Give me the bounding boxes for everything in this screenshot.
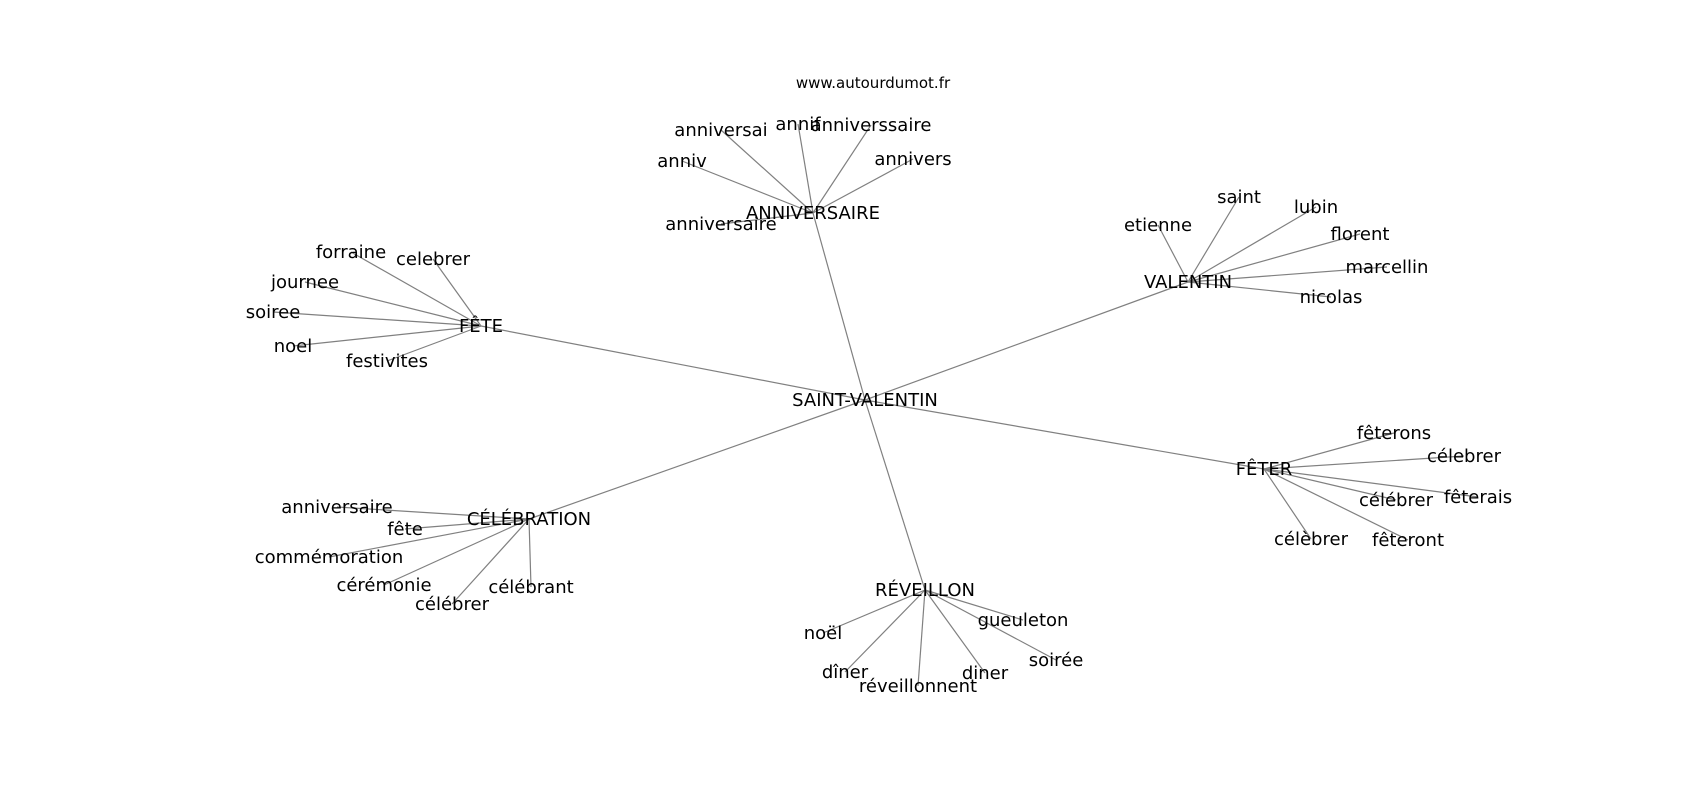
edge-hub-word [720, 129, 814, 214]
edge-hub-word [350, 251, 482, 327]
edge-hub-word [844, 589, 926, 673]
edge-hub-word [1187, 206, 1317, 283]
hub-node: FÊTE [459, 315, 503, 337]
edge-hub-word [812, 124, 872, 214]
edge-hub-word [528, 518, 532, 588]
word-node: fêterais [1444, 487, 1512, 508]
word-node: marcellin [1346, 257, 1429, 278]
edge-center-hub [812, 212, 866, 401]
edge-center-hub [864, 281, 1189, 401]
hub-node: ANNIVERSAIRE [746, 203, 880, 224]
word-node: commémoration [255, 547, 404, 568]
word-node: célèbrer [1274, 529, 1349, 550]
word-node: nicolas [1300, 287, 1363, 308]
edge-hub-word [292, 325, 482, 347]
source-watermark: www.autourdumot.fr [796, 74, 951, 92]
word-node: gueuleton [978, 610, 1069, 631]
hub-node: RÉVEILLON [875, 579, 975, 601]
edge-hub-word [797, 123, 814, 214]
word-node: célébrant [488, 577, 573, 598]
word-node: soiree [246, 302, 301, 323]
edge-hub-word [432, 258, 482, 327]
word-node: diner [962, 663, 1009, 684]
edge-center-hub [528, 399, 866, 520]
hub-node: CÉLÉBRATION [467, 508, 591, 530]
word-node: soirée [1029, 650, 1084, 671]
word-node: celebrer [396, 249, 471, 270]
edge-hub-word [1187, 233, 1361, 283]
edge-hub-word [924, 589, 986, 674]
edge-hub-word [1263, 468, 1312, 540]
word-node: fêteront [1372, 530, 1444, 551]
edge-hub-word [1263, 468, 1397, 501]
edge-hub-word [1187, 196, 1240, 283]
word-node: célébrer [1359, 490, 1434, 511]
word-node: lubin [1294, 197, 1338, 218]
edge-hub-word [386, 325, 482, 362]
word-node: anniversaire [665, 214, 776, 235]
edge-hub-word [336, 506, 530, 520]
hub-node: FÊTER [1236, 458, 1293, 480]
edge-center-hub [864, 399, 926, 591]
edge-hub-word [917, 589, 926, 687]
edge-hub-word [812, 158, 914, 214]
word-node: annif [775, 114, 821, 135]
word-node: forraine [316, 242, 386, 263]
word-node: anniversai [674, 120, 767, 141]
word-node: réveillonnent [859, 676, 977, 697]
edge-hub-word [924, 589, 1024, 621]
edge-hub-word [924, 589, 1057, 661]
center-node: SAINT-VALENTIN [792, 390, 938, 411]
edge-hub-word [304, 281, 482, 327]
edge-center-hub [864, 399, 1265, 470]
edge-hub-word [681, 160, 814, 214]
edge-hub-word [720, 212, 814, 225]
edge-hub-word [1157, 224, 1189, 283]
hub-node: VALENTIN [1144, 272, 1232, 293]
word-node: florent [1331, 224, 1390, 245]
word-node: anniverssaire [811, 115, 932, 136]
edge-hub-word [1263, 432, 1395, 470]
word-node: journee [270, 272, 339, 293]
edge-hub-word [1187, 266, 1388, 283]
word-node: saint [1217, 187, 1261, 208]
edge-hub-word [1187, 281, 1332, 298]
word-node: noel [274, 336, 313, 357]
word-node: anniversaire [281, 497, 392, 518]
edge-center-hub [480, 325, 866, 401]
word-node: cérémonie [336, 575, 431, 596]
labels: www.autourdumot.fr SAINT-VALENTIN ANNIVE… [246, 74, 1512, 697]
edge-hub-word [383, 518, 530, 586]
word-node: anniv [657, 151, 707, 172]
edge-hub-word [1263, 468, 1479, 498]
edges [272, 123, 1479, 687]
word-node: festivites [346, 351, 428, 372]
edge-hub-word [272, 311, 482, 327]
word-node: fêterons [1357, 423, 1431, 444]
edge-hub-word [328, 518, 530, 558]
word-node: noël [804, 623, 843, 644]
edge-hub-word [1263, 468, 1409, 541]
word-node: fête [387, 519, 423, 540]
edge-hub-word [451, 518, 530, 605]
edge-hub-word [404, 518, 530, 530]
word-node: célebrer [1427, 446, 1502, 467]
word-node: annivers [874, 149, 951, 170]
edge-hub-word [1263, 455, 1465, 470]
word-node: etienne [1124, 215, 1192, 236]
edge-hub-word [822, 589, 926, 634]
word-node: dîner [822, 662, 869, 683]
word-node: célébrer [415, 594, 490, 615]
